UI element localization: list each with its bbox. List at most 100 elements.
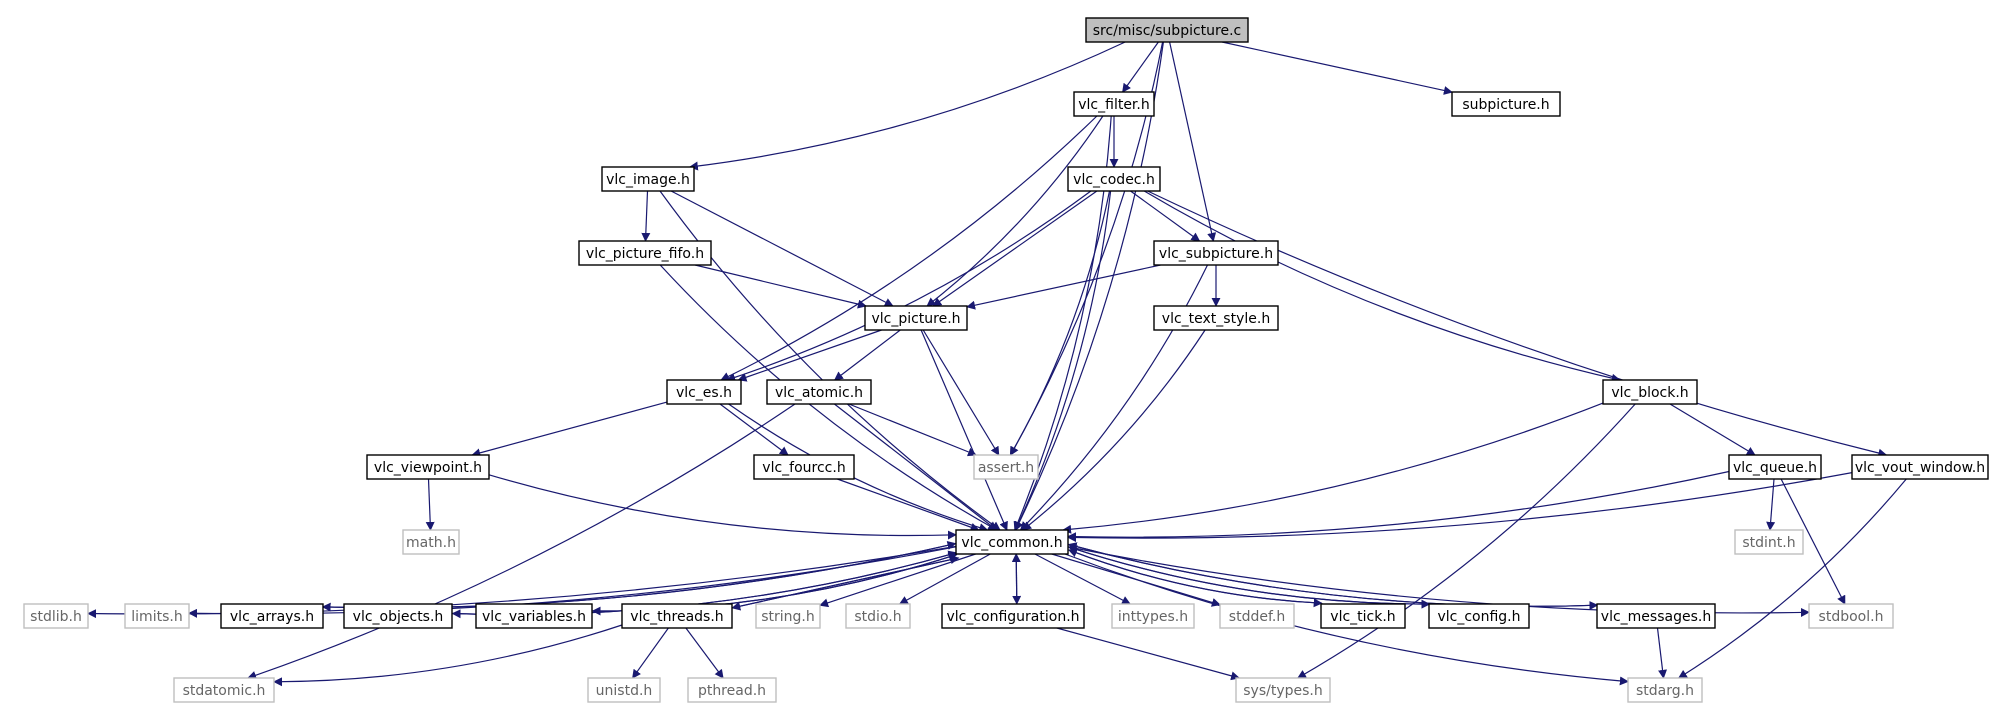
node-label: stdatomic.h [183,683,266,699]
node-label: vlc_viewpoint.h [374,460,482,476]
node-label: vlc_picture_fifo.h [586,246,704,262]
node-stdatomic: stdatomic.h [173,677,275,703]
edge-vlc_configuration-to-vlc_common [1011,553,1021,604]
node-box [343,603,453,629]
node-label: vlc_queue.h [1733,460,1817,476]
node-vlc-variables[interactable]: vlc_variables.h [475,603,593,629]
node-box [955,529,1069,555]
node-pthread: pthread.h [687,677,777,703]
node-box [1602,379,1698,405]
node-unistd: unistd.h [587,677,661,703]
node-label: vlc_text_style.h [1162,311,1270,327]
node-box [1320,603,1406,629]
node-vlc-messages[interactable]: vlc_messages.h [1596,603,1716,629]
node-box [1728,454,1822,480]
node-vlc-arrays[interactable]: vlc_arrays.h [220,603,324,629]
edge-vlc_picture-to-assert [922,329,1000,456]
node-subpicture-h[interactable]: subpicture.h [1451,91,1561,117]
node-vlc-viewpoint[interactable]: vlc_viewpoint.h [366,454,490,480]
edge-vlc_configuration-to-sys_types [1056,627,1241,681]
edge-vlc_common-to-stdarg [1064,553,1629,686]
edge-vlc_text_style-to-vlc_common [1022,329,1206,531]
node-label: stddef.h [1229,609,1285,625]
node-box [666,379,742,405]
node-vlc-subpicture[interactable]: vlc_subpicture.h [1153,240,1279,266]
node-vlc-fourcc[interactable]: vlc_fourcc.h [753,454,855,480]
node-label: vlc_config.h [1437,609,1520,625]
node-vlc-vout-window[interactable]: vlc_vout_window.h [1851,454,1989,480]
node-vlc-queue[interactable]: vlc_queue.h [1728,454,1822,480]
node-label: limits.h [131,609,182,625]
edge-vlc_codec-to-vlc_es [726,190,1092,382]
node-stdlib: stdlib.h [23,603,89,629]
node-vlc-atomic[interactable]: vlc_atomic.h [766,379,872,405]
node-vlc-image[interactable]: vlc_image.h [601,166,695,192]
edge-vlc_viewpoint-to-math [425,478,435,531]
edge-vlc_queue-to-vlc_common [1067,470,1730,542]
edge-vlc_picture-to-vlc_common [920,329,1008,531]
node-box [1235,677,1331,703]
node-box [1073,91,1155,117]
node-box [366,454,490,480]
node-label: sys/types.h [1243,683,1322,699]
node-stdbool: stdbool.h [1808,603,1894,629]
node-sys-types: sys/types.h [1235,677,1331,703]
node-box [941,603,1085,629]
node-vlc-picture[interactable]: vlc_picture.h [864,305,968,331]
edge-vlc_queue-to-stdbool [1780,478,1846,605]
node-box [23,603,89,629]
node-box [1808,603,1894,629]
node-vlc-threads[interactable]: vlc_threads.h [621,603,733,629]
edge-vlc_vout_window-to-stdarg [1677,478,1907,679]
node-box [587,677,661,703]
node-vlc-text-style[interactable]: vlc_text_style.h [1153,305,1279,331]
node-label: vlc_vout_window.h [1855,460,1985,476]
node-box [578,240,712,266]
node-assert: assert.h [973,454,1039,480]
node-box [1153,240,1279,266]
node-vlc-configuration[interactable]: vlc_configuration.h [941,603,1085,629]
node-box [1111,603,1195,629]
node-layer: src/misc/subpicture.c vlc_filter.h subpict… [23,17,1989,703]
node-label: string.h [761,609,815,625]
node-label: vlc_fourcc.h [762,460,845,476]
node-label: subpicture.h [1462,97,1549,113]
edge-vlc_threads-to-pthread [685,627,724,679]
edge-vlc_es-to-vlc_viewpoint [471,401,668,458]
node-vlc-es[interactable]: vlc_es.h [666,379,742,405]
edge-vlc_image-to-vlc_picture [670,190,894,307]
node-stdint: stdint.h [1734,529,1804,555]
edge-vlc_codec-to-vlc_subpicture [1130,190,1201,242]
node-box [1851,454,1989,480]
node-box [124,603,190,629]
node-label: stdarg.h [1636,683,1694,699]
edge-vlc_filter-to-vlc_picture [926,115,1104,307]
edge-vlc_common-to-inttypes [1034,553,1131,605]
edge-vlc_config-to-vlc_common [1067,545,1430,605]
node-vlc-common[interactable]: vlc_common.h [955,529,1069,555]
edge-vlc_atomic-to-vlc_common [834,403,998,531]
node-vlc-objects[interactable]: vlc_objects.h [343,603,453,629]
node-vlc-codec[interactable]: vlc_codec.h [1067,166,1161,192]
node-limits: limits.h [124,603,190,629]
node-vlc-picture-fifo[interactable]: vlc_picture_fifo.h [578,240,712,266]
node-subpicture-c[interactable]: src/misc/subpicture.c [1085,17,1249,43]
node-label: vlc_subpicture.h [1159,246,1273,262]
node-label: math.h [406,535,456,551]
edge-vlc_queue-to-stdint [1766,478,1776,531]
edge-vlc_picture_fifo-to-vlc_common [659,264,998,531]
node-vlc-filter[interactable]: vlc_filter.h [1073,91,1155,117]
node-vlc-tick[interactable]: vlc_tick.h [1320,603,1406,629]
edge-vlc_filter-to-vlc_es [720,115,1098,381]
node-box [475,603,593,629]
node-vlc-block[interactable]: vlc_block.h [1602,379,1698,405]
node-vlc-config[interactable]: vlc_config.h [1428,603,1530,629]
node-label: pthread.h [698,683,766,699]
node-label: stdio.h [854,609,901,625]
edge-vlc_vout_window-to-vlc_common [1067,472,1853,543]
node-label: src/misc/subpicture.c [1093,23,1242,39]
edge-vlc_threads-to-stdatomic [273,624,623,687]
node-string: string.h [755,603,821,629]
edge-vlc_fourcc-to-vlc_common [837,478,980,532]
